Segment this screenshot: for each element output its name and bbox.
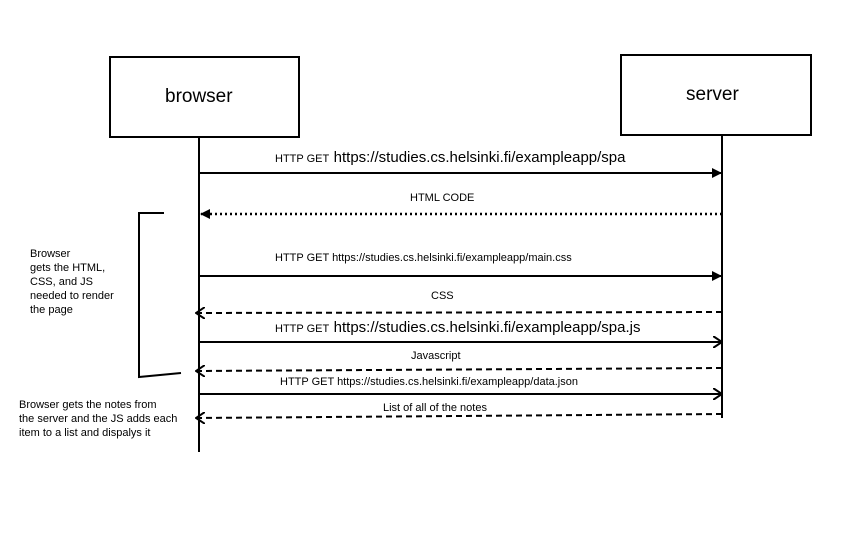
label-get-data-json: HTTP GET https://studies.cs.helsinki.fi/… bbox=[280, 377, 578, 388]
label-get-main-css: HTTP GET https://studies.cs.helsinki.fi/… bbox=[275, 253, 572, 264]
label-css: CSS bbox=[431, 290, 454, 302]
label-javascript: Javascript bbox=[411, 350, 461, 362]
bottom-note: Browser gets the notes from the server a… bbox=[19, 399, 178, 439]
browser-label: browser bbox=[165, 86, 233, 107]
bracket-note: Browser gets the HTML, CSS, and JS neede… bbox=[30, 248, 114, 316]
method-get-spa: HTTP GET bbox=[275, 153, 330, 165]
url-spa: https://studies.cs.helsinki.fi/exampleap… bbox=[333, 149, 626, 166]
arrow-notes-list bbox=[196, 414, 723, 418]
arrow-javascript bbox=[196, 368, 723, 371]
bracket bbox=[138, 212, 182, 379]
method-get-data-json: HTTP GET bbox=[280, 376, 334, 388]
server-box bbox=[620, 54, 812, 136]
server-label: server bbox=[686, 84, 739, 105]
arrow-css bbox=[196, 312, 723, 313]
label-get-spa: HTTP GET https://studies.cs.helsinki.fi/… bbox=[275, 150, 625, 166]
method-get-main-css: HTTP GET bbox=[275, 252, 329, 264]
url-spa-js: https://studies.cs.helsinki.fi/exampleap… bbox=[333, 319, 641, 336]
label-html-code: HTML CODE bbox=[410, 192, 475, 204]
url-data-json: https://studies.cs.helsinki.fi/exampleap… bbox=[337, 376, 578, 388]
method-get-spa-js: HTTP GET bbox=[275, 323, 330, 335]
browser-box bbox=[109, 56, 300, 138]
label-get-spa-js: HTTP GET https://studies.cs.helsinki.fi/… bbox=[275, 320, 640, 336]
label-notes-list: List of all of the notes bbox=[383, 402, 487, 414]
url-main-css: https://studies.cs.helsinki.fi/exampleap… bbox=[332, 252, 572, 264]
